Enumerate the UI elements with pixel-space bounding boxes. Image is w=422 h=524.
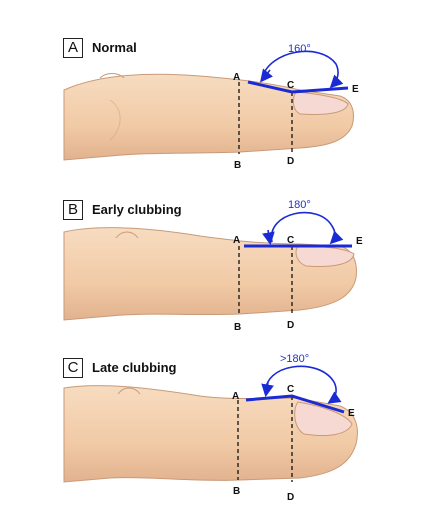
panel-title: Late clubbing [92,360,177,375]
point-label-c: C [287,384,294,395]
angle-arc-arrow-start [262,229,275,246]
angle-label: 160° [288,43,311,55]
point-label-c: C [287,235,294,246]
angle-arc-arrow-start [260,68,273,83]
point-label-e: E [352,84,359,95]
nail-angle-line [245,394,345,414]
panel-early-clubbing: B Early clubbing 180° A C E B D [0,192,422,360]
point-label-d: D [287,492,294,503]
panel-late-clubbing: C Late clubbing >180° A C E B D [0,354,422,522]
angle-arc-arrow [270,211,344,245]
panel-normal: A Normal 160° A C E B D [0,30,422,198]
point-label-b: B [234,160,241,171]
angle-arc-arrow [261,50,344,89]
point-label-a: A [232,391,239,402]
point-label-b: B [233,486,240,497]
point-label-b: B [234,322,241,333]
point-label-e: E [348,408,355,419]
finger-illustration-late-clubbing: >180° A C E B D [63,354,358,503]
finger-illustration-early-clubbing: 180° A C E B D [63,199,363,333]
panel-title: Normal [92,40,137,55]
point-label-e: E [356,236,363,247]
point-label-d: D [287,156,294,167]
panel-letter-badge: B [63,200,83,220]
angle-label: 180° [288,199,311,211]
nail-angle-line [247,80,349,94]
panel-letter-badge: C [63,358,83,378]
angle-arc-arrow [265,365,342,404]
finger-illustration-normal: 160° A C E B D [63,43,359,171]
point-label-c: C [287,80,294,91]
point-label-a: A [233,235,240,246]
panel-letter-badge: A [63,38,83,58]
point-label-d: D [287,320,294,331]
panel-title: Early clubbing [92,202,182,217]
angle-label: >180° [280,354,309,365]
point-label-a: A [233,72,240,83]
angle-arc-arrow-start [261,381,274,398]
